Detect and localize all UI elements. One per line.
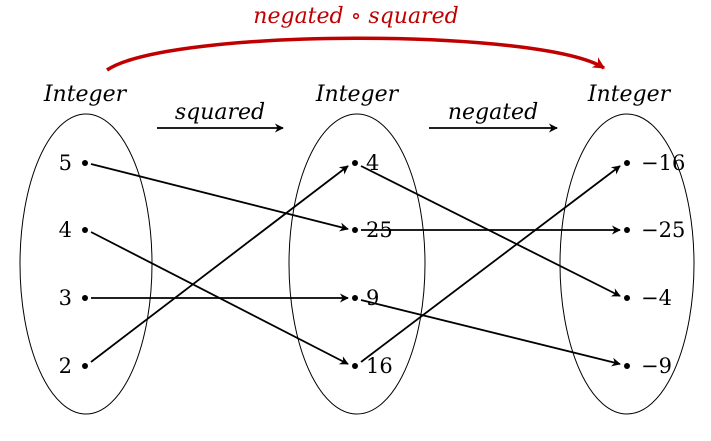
domain-element-dot: [82, 363, 88, 369]
domain-element-label: 4: [59, 218, 72, 242]
function-label-squared: squared: [175, 100, 265, 125]
function-label-negated: negated: [448, 100, 538, 125]
codomain-element-label: −4: [641, 286, 672, 310]
codomain-element-label: −16: [641, 151, 685, 175]
middle-element-label: 9: [366, 286, 379, 310]
set-ellipse-domain: [19, 113, 153, 415]
mapping-arrow-9-to-neg9: [360, 299, 621, 367]
middle-element-dot: [352, 227, 358, 233]
domain-element-label: 2: [59, 354, 72, 378]
mapping-arrow-4-to-neg4: [360, 165, 621, 297]
domain-element-dot: [82, 227, 88, 233]
set-ellipse-middle: [288, 113, 426, 415]
domain-element-dot: [82, 160, 88, 166]
domain-element-label: 5: [59, 151, 72, 175]
set-ellipse-codomain: [559, 113, 695, 415]
middle-element-dot: [352, 295, 358, 301]
set-label-codomain: Integer: [587, 82, 672, 107]
composition-arrow: [106, 36, 606, 72]
codomain-element-dot: [624, 295, 630, 301]
middle-element-dot: [352, 363, 358, 369]
codomain-element-dot: [624, 160, 630, 166]
middle-element-label: 16: [366, 354, 393, 378]
domain-element-label: 3: [59, 286, 72, 310]
codomain-element-label: −25: [641, 218, 685, 242]
domain-element-dot: [82, 295, 88, 301]
set-label-middle: Integer: [315, 82, 400, 107]
mapping-arrow-16-to-neg16: [360, 165, 621, 363]
composition-label: negated ∘ squared: [253, 4, 458, 29]
mapping-arrow-2-to-4: [90, 165, 349, 363]
middle-element-label: 4: [366, 151, 379, 175]
set-label-domain: Integer: [43, 82, 128, 107]
codomain-element-dot: [624, 363, 630, 369]
codomain-element-dot: [624, 227, 630, 233]
codomain-element-label: −9: [641, 354, 672, 378]
mapping-arrow-5-to-25: [90, 163, 349, 232]
middle-element-dot: [352, 160, 358, 166]
